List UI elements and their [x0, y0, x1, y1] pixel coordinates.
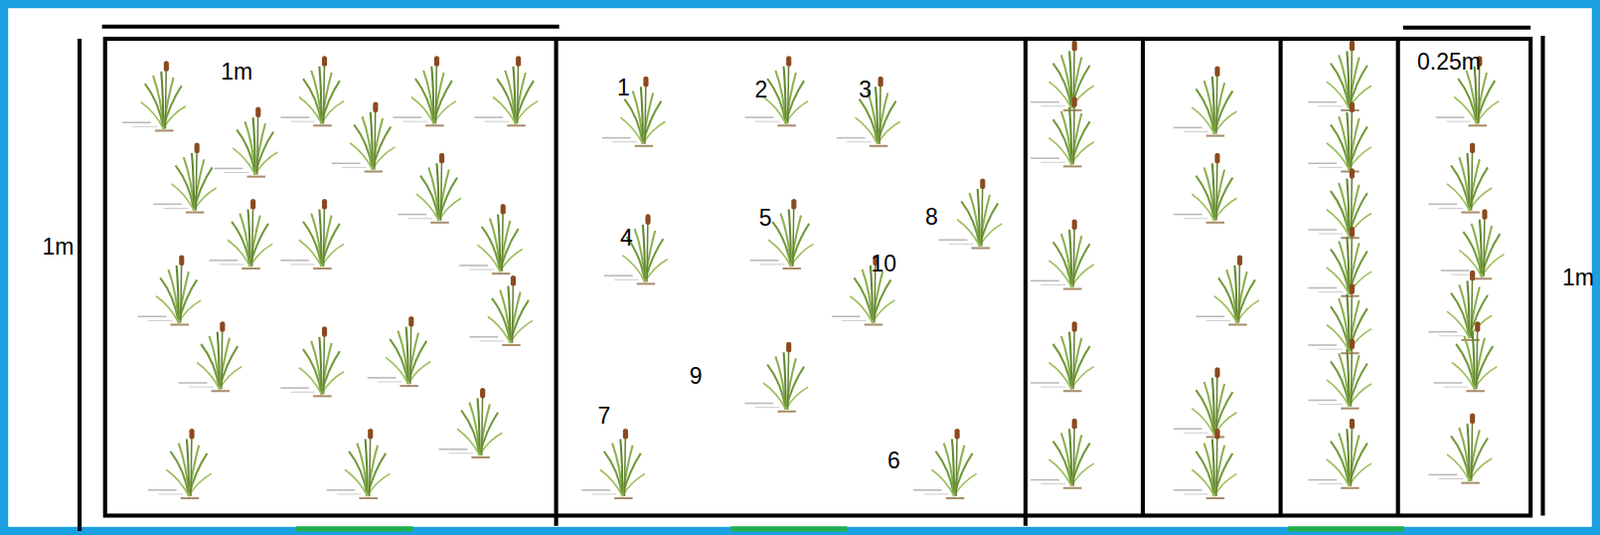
callout-number: 2: [755, 78, 769, 102]
dimension-label: 1m: [1562, 266, 1595, 290]
cattail-plant: [280, 326, 344, 397]
callout-number: 7: [597, 403, 611, 427]
cattail-plant: [1429, 413, 1493, 483]
cattail-plant: [208, 198, 273, 269]
callout-number: 9: [689, 363, 703, 387]
cattail-plant: [913, 428, 977, 498]
cattail-plant: [1307, 338, 1372, 409]
cattail-plant: [153, 143, 217, 213]
callout-number: 1: [617, 76, 631, 100]
cattail-plant: [1307, 226, 1372, 297]
cattail-plant: [1440, 208, 1505, 279]
cattail-plant: [459, 203, 523, 274]
dimension-label: 1m: [220, 59, 253, 83]
cattail-plant: [602, 76, 666, 147]
cattail-plant: [1307, 40, 1372, 111]
cattail-plant: [392, 55, 457, 126]
cattail-plant: [581, 428, 645, 498]
dimension-label: 1m: [42, 235, 75, 259]
cattail-plant: [1307, 283, 1372, 353]
cattail-plant: [1030, 40, 1095, 111]
dimension-label: 0.25m: [1417, 49, 1481, 73]
cattail-plant: [280, 198, 344, 269]
cattail-plant: [331, 102, 396, 172]
cattail-plant: [1030, 97, 1095, 167]
callout-number: 10: [870, 251, 897, 275]
cattail-plant: [1030, 418, 1095, 488]
cattail-plant: [1307, 102, 1372, 172]
callout-number: 5: [759, 205, 773, 229]
cattail-plant: [178, 320, 243, 391]
cattail-plant: [604, 214, 668, 285]
cattail-plant: [148, 428, 212, 498]
cattail-plant: [397, 153, 462, 223]
cattail-plant: [939, 178, 1003, 249]
cattail-plant: [1173, 428, 1238, 498]
callout-number: 3: [858, 78, 872, 102]
cattail-plant: [138, 255, 202, 325]
cattail-plant: [1030, 320, 1095, 391]
cattail-plant: [1195, 255, 1260, 325]
cattail-plant: [122, 61, 186, 132]
cattail-plant: [1173, 153, 1238, 223]
callout-number: 8: [925, 204, 939, 228]
cattail-plant: [1307, 167, 1372, 238]
cattail-plant: [439, 387, 503, 458]
cattail-plant: [214, 107, 279, 177]
cattail-plant: [1173, 66, 1238, 137]
cattail-plant: [1173, 367, 1238, 438]
cattail-plant: [745, 341, 809, 412]
cattail-plant: [750, 198, 814, 269]
cattail-plant: [1429, 143, 1493, 213]
cattail-plant: [469, 275, 533, 345]
cattail-plant: [1429, 270, 1493, 340]
cattail-plant: [367, 316, 432, 386]
callout-number: 6: [887, 449, 901, 473]
cattail-plant: [1030, 219, 1095, 290]
cattail-plant: [1307, 418, 1372, 488]
callout-number: 4: [620, 226, 634, 250]
cattail-plant: [1434, 320, 1498, 391]
cattail-plant: [836, 76, 901, 147]
cattail-plant: [745, 55, 809, 126]
cattail-plant: [474, 55, 538, 126]
cattail-plant: [326, 428, 391, 498]
cattail-plant: [280, 55, 344, 126]
